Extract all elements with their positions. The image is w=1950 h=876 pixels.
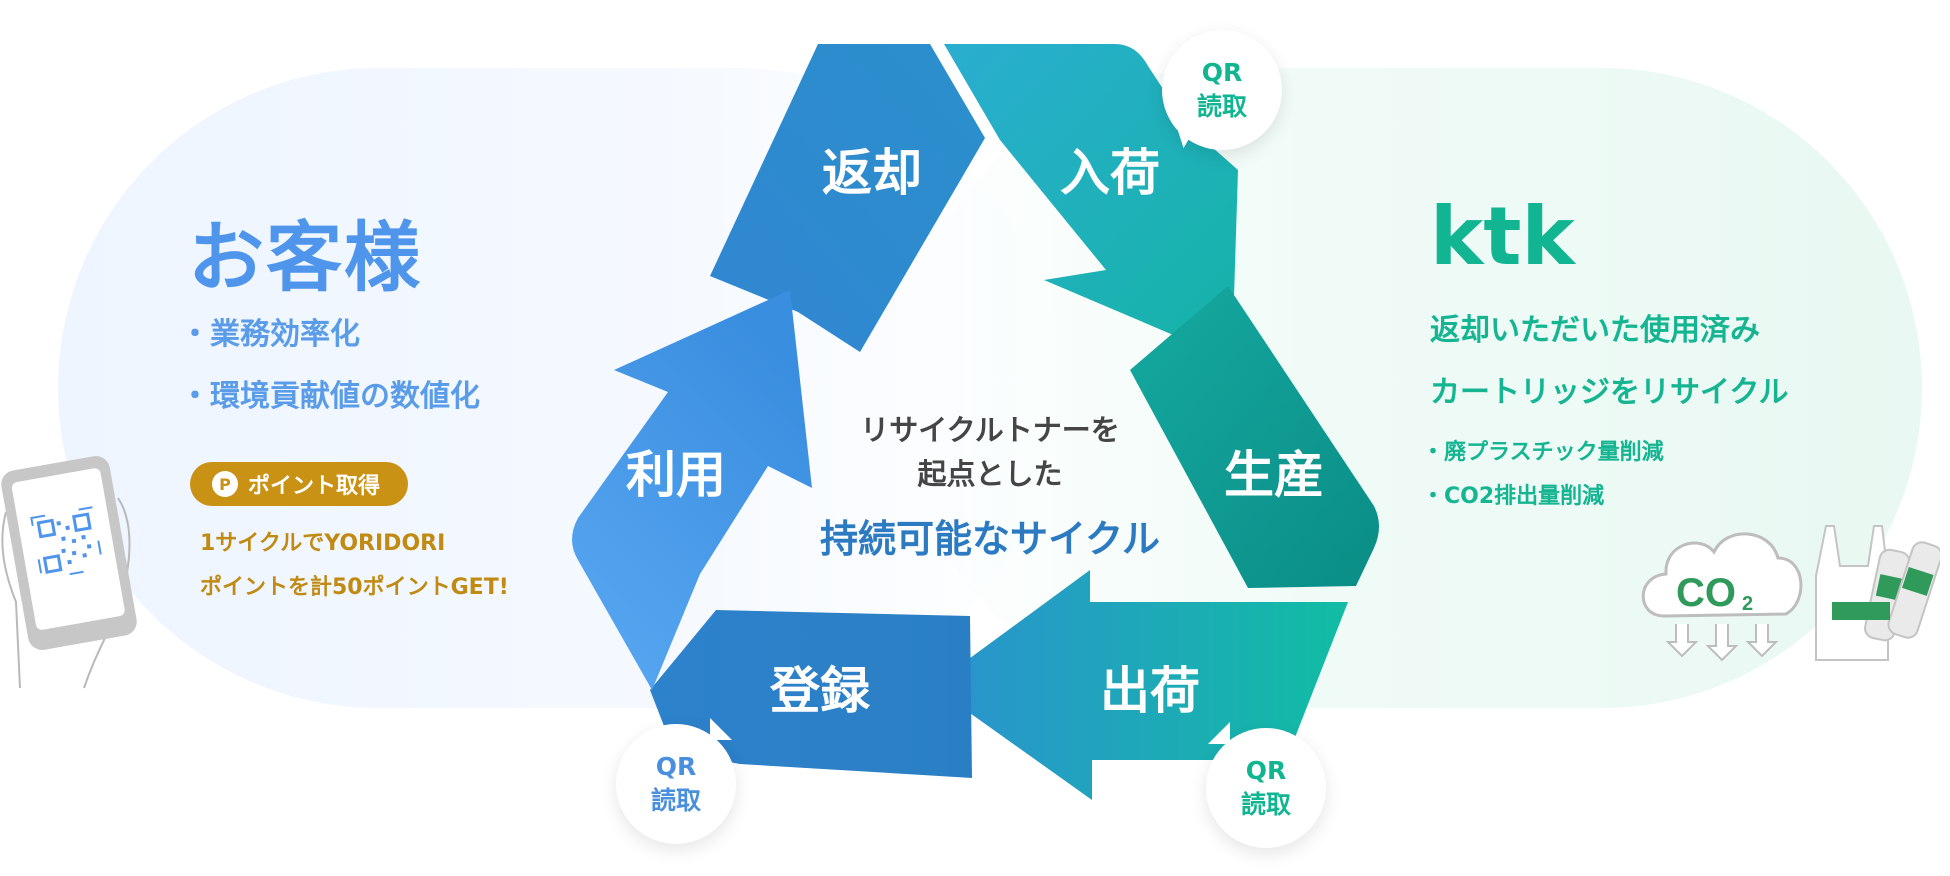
qr-read-bubble-touroku: QR 読取 (616, 724, 736, 844)
label-henkyaku: 返却 (822, 145, 922, 201)
qr-label: QR (656, 750, 697, 784)
qr-label: QR (1246, 754, 1287, 788)
cycle-center-text: リサイクルトナーを 起点とした 持続可能なサイクル (760, 408, 1220, 563)
qr-read-label: 読取 (651, 784, 701, 818)
label-riyou: 利用 (626, 447, 726, 503)
center-line-3: 持続可能なサイクル (760, 508, 1220, 563)
qr-read-label: 読取 (1197, 90, 1247, 124)
center-line-2: 起点とした (760, 452, 1220, 496)
qr-label: QR (1202, 56, 1243, 90)
center-line-1: リサイクルトナーを (760, 408, 1220, 452)
label-seisan: 生産 (1224, 447, 1324, 503)
qr-read-bubble-shukka: QR 読取 (1206, 728, 1326, 848)
qr-read-label: 読取 (1241, 788, 1291, 822)
label-nyuka: 入荷 (1060, 145, 1160, 201)
label-touroku: 登録 (769, 663, 871, 719)
label-shukka: 出荷 (1100, 663, 1200, 719)
qr-read-bubble-nyuka: QR 読取 (1162, 30, 1282, 150)
